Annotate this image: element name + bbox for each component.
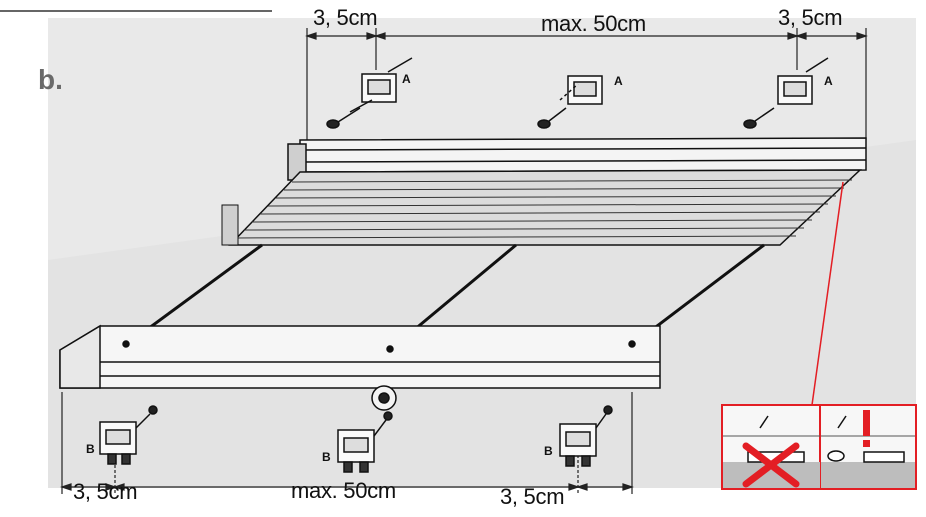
top-dimension-left: 3, 5cm bbox=[313, 5, 378, 30]
bracket-b-label-left: B bbox=[86, 442, 95, 456]
bottom-bracket-middle bbox=[337, 411, 393, 473]
top-dimension-right: 3, 5cm bbox=[778, 5, 843, 30]
bottom-bracket-left bbox=[99, 405, 158, 465]
top-dimension-line bbox=[305, 28, 868, 140]
top-bracket-middle bbox=[537, 75, 603, 129]
head-rail bbox=[287, 137, 867, 185]
pleated-fabric bbox=[221, 169, 862, 246]
bottom-dimension-right: 3, 5cm bbox=[500, 484, 565, 509]
bottom-dimension-left: 3, 5cm bbox=[73, 479, 138, 504]
bracket-a-label-right: A bbox=[824, 74, 833, 88]
warning-exclamation-icon bbox=[863, 410, 870, 447]
wrong-mark-icon bbox=[742, 442, 800, 488]
bracket-a-label-left: A bbox=[402, 72, 411, 86]
bracket-b-label-middle: B bbox=[322, 450, 331, 464]
top-bracket-right bbox=[743, 57, 829, 129]
bottom-bracket-right bbox=[559, 405, 613, 467]
top-dimension-middle: max. 50cm bbox=[541, 11, 646, 36]
step-label: b. bbox=[38, 64, 63, 95]
bottom-dimension-line bbox=[60, 392, 634, 494]
bracket-b-label-right: B bbox=[544, 444, 553, 458]
top-bracket-left bbox=[326, 57, 413, 129]
bottom-rail bbox=[59, 324, 661, 411]
callout-line bbox=[811, 181, 844, 406]
bracket-a-label-middle: A bbox=[614, 74, 623, 88]
bottom-dimension-middle: max. 50cm bbox=[291, 478, 396, 503]
